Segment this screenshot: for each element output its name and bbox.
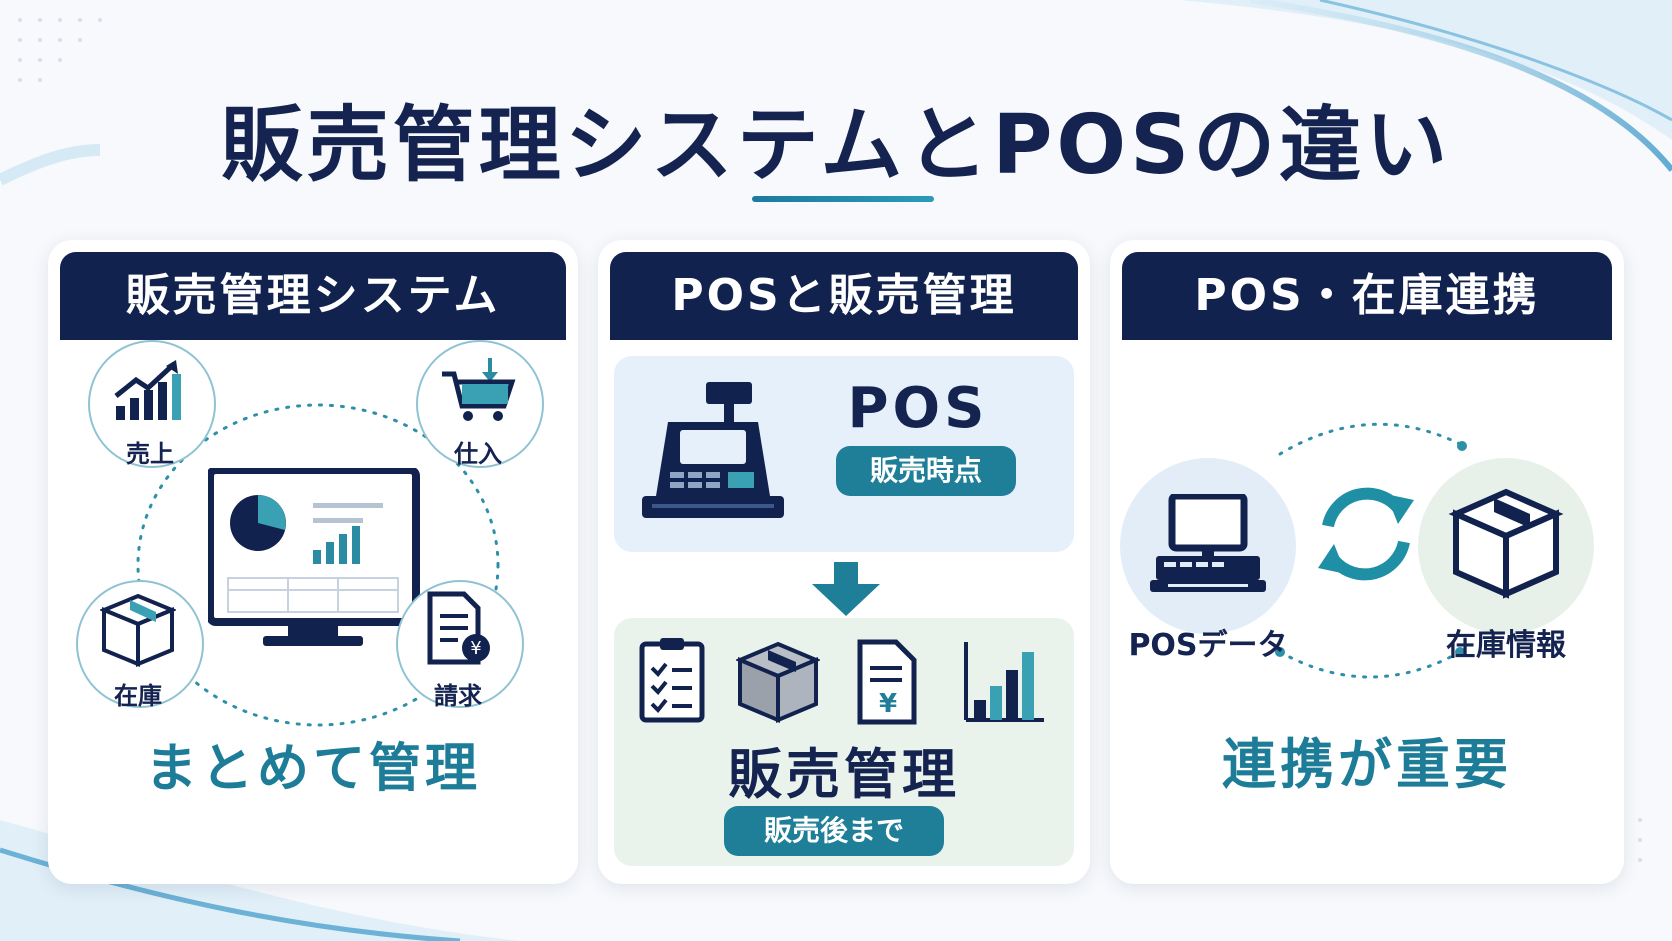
pos-label: POS xyxy=(847,376,989,441)
trend-chart-icon xyxy=(114,360,181,420)
card-pos-and-sales: POSと販売管理 POS 販売時点 xyxy=(598,240,1090,884)
cash-register-icon xyxy=(1150,494,1266,592)
cart-icon xyxy=(442,358,516,421)
box-icon xyxy=(736,641,820,724)
invoice-icon: ¥ xyxy=(427,591,490,665)
box-icon xyxy=(1448,488,1564,599)
sync-icon xyxy=(1318,487,1414,581)
card-sales-management: 販売管理システム 売上 仕入 xyxy=(48,240,578,884)
sales-mgmt-badge: 販売後まで xyxy=(724,806,944,856)
pos-data-label: POSデータ xyxy=(1128,628,1288,663)
card-footer: 連携が重要 xyxy=(1222,733,1512,796)
dotted-arc-bottom xyxy=(1275,647,1465,679)
item-label-sales: 売上 xyxy=(126,440,174,468)
sales-mgmt-label: 販売管理 xyxy=(728,743,960,806)
title-underline xyxy=(752,196,934,202)
item-label-inventory: 在庫 xyxy=(114,682,162,710)
item-label-invoice: 請求 xyxy=(434,682,482,710)
inventory-info-label: 在庫情報 xyxy=(1446,628,1566,663)
checklist-icon xyxy=(639,638,705,723)
box-icon xyxy=(100,593,176,667)
dotted-arc-top xyxy=(1278,422,1467,456)
monitor-dashboard-icon xyxy=(208,468,420,646)
card-header: 販売管理システム xyxy=(60,252,566,340)
item-label-purchase: 仕入 xyxy=(454,440,502,468)
svg-text:¥: ¥ xyxy=(470,638,481,659)
card-pos-inventory-link: POS・在庫連携 POSデータ 在庫情報 連携が重要 xyxy=(1110,240,1624,884)
card-header: POSと販売管理 xyxy=(610,252,1078,340)
page-title: 販売管理システムとPOSの違い xyxy=(220,98,1452,193)
pos-badge: 販売時点 xyxy=(836,446,1016,496)
card-footer: まとめて管理 xyxy=(144,739,481,799)
card-header: POS・在庫連携 xyxy=(1122,252,1612,340)
svg-text:¥: ¥ xyxy=(879,689,897,719)
bar-chart-icon xyxy=(964,642,1044,722)
down-arrow-icon xyxy=(812,562,880,616)
yen-document-icon: ¥ xyxy=(857,639,917,725)
dotted-cycle-ring xyxy=(136,403,500,727)
cash-register-icon xyxy=(642,382,784,518)
